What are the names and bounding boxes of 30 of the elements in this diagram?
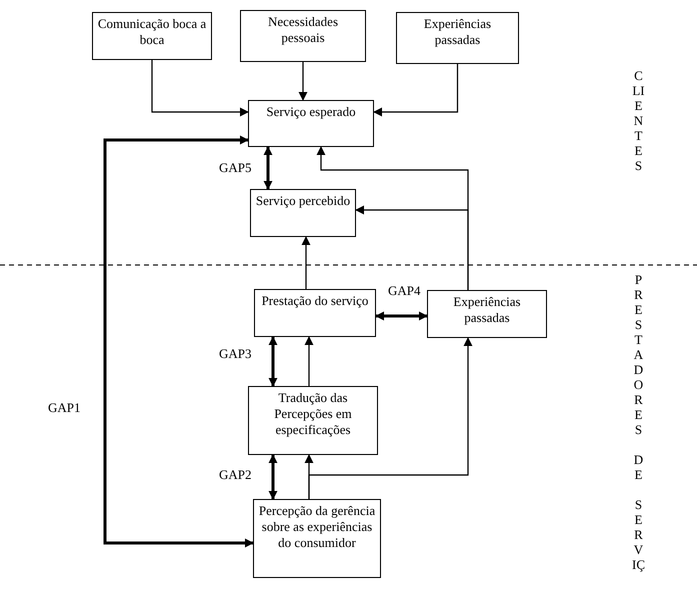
arrow xyxy=(151,60,249,116)
edge-label: GAP4 xyxy=(387,283,422,298)
arrow xyxy=(104,136,254,548)
arrow xyxy=(268,454,278,500)
arrow xyxy=(373,64,458,116)
process-box: Necessidades pessoais xyxy=(240,10,366,62)
process-box: Experiências passadas xyxy=(427,290,547,338)
vertical-label: DE xyxy=(632,452,644,482)
arrow xyxy=(304,336,314,386)
arrow xyxy=(375,312,428,320)
arrow xyxy=(302,236,310,289)
process-box: Prestação do serviço xyxy=(254,289,376,337)
vertical-label: SERVIÇ xyxy=(632,497,645,572)
vertical-label: CLIENTES xyxy=(632,68,645,173)
arrow xyxy=(264,146,272,190)
process-box: Percepção da gerência sobre as experiências do consumidor xyxy=(253,499,381,578)
arrow xyxy=(268,336,278,387)
process-box: Experiências passadas xyxy=(396,12,519,64)
vertical-label: PRESTADORES xyxy=(632,272,644,437)
process-box: Serviço esperado xyxy=(248,100,374,147)
arrow xyxy=(308,337,472,499)
arrow xyxy=(355,206,469,290)
arrow xyxy=(298,62,308,101)
process-box: Tradução das Percepções em especificações xyxy=(248,386,378,455)
edge-label: GAP3 xyxy=(218,346,253,361)
edge-label: GAP2 xyxy=(218,467,253,482)
edge-label: GAP1 xyxy=(47,400,82,415)
process-box: Comunicação boca a boca xyxy=(92,12,212,60)
edge-label: GAP5 xyxy=(218,160,253,175)
process-box: Serviço percebido xyxy=(250,189,356,237)
